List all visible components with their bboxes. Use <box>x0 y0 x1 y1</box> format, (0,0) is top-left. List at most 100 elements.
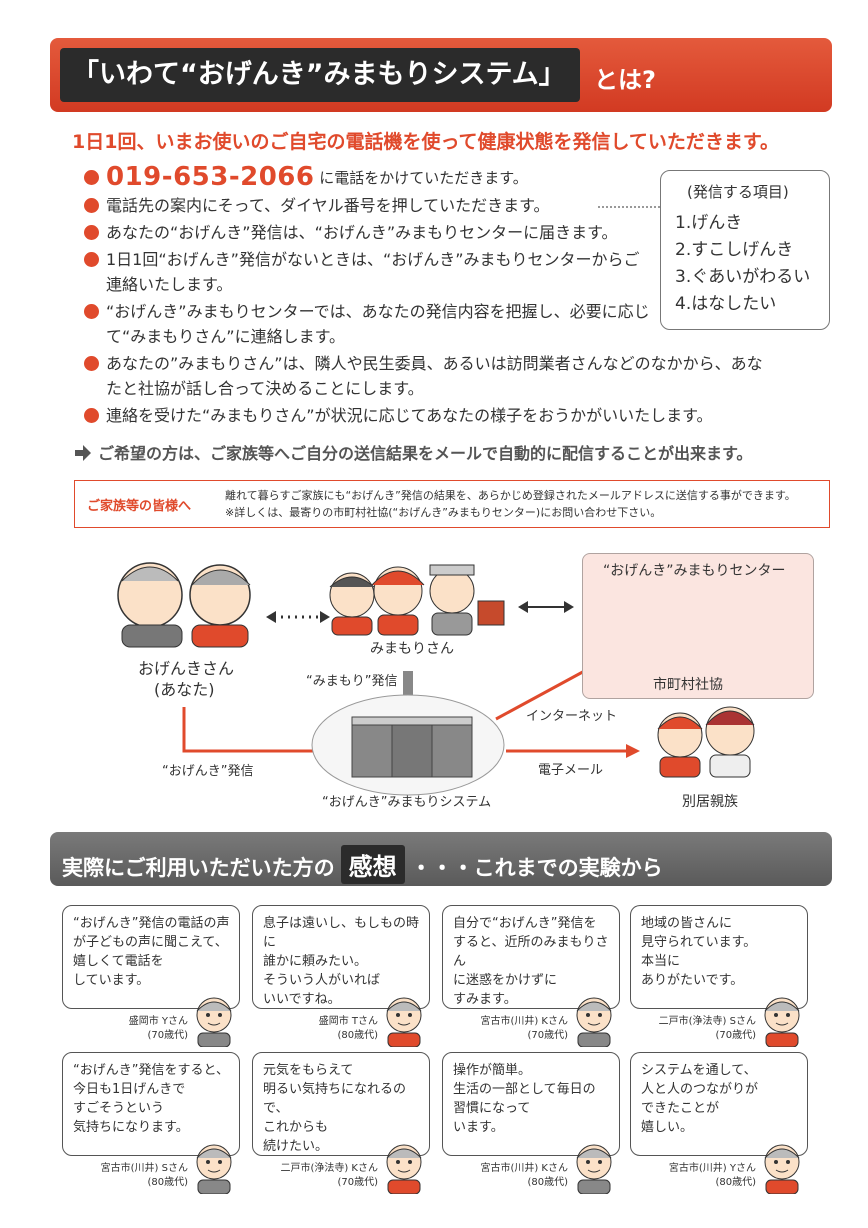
testimonial-speaker: 宮古市(川井) Kさん(80歳代) <box>446 1162 568 1190</box>
testimonial-line: 見守られています。 <box>641 935 757 950</box>
send-items-heading: (発信する項目) <box>687 183 789 201</box>
testimonial-line: “おげんき”発信の電話の声 <box>73 916 230 931</box>
you-sublabel: (あなた) <box>154 680 215 699</box>
bullet-list: 019-653-2066 に電話をかけていただきます。 電話先の案内にそって、ダ… <box>84 162 764 430</box>
double-arrow <box>518 601 574 613</box>
bullet-text: 電話先の案内にそって、ダイヤル番号を押していただきます。 <box>106 196 550 215</box>
speaker-face-illustration <box>764 997 800 1047</box>
testimonial-quote: 元気をもらえて明るい気持ちになれるので、これからも続けたい。 <box>263 1061 429 1156</box>
bullet-text: あなたの”みまもりさん”は、隣人や民生委員、あるいは訪問業者さんなどのなかから、… <box>106 354 763 398</box>
testimonial-line: います。 <box>453 1120 504 1135</box>
title-banner: 「いわて“おげんき”みまもりシステム」 とは? <box>50 38 832 112</box>
testimonial-line: 元気をもらえて <box>263 1063 354 1078</box>
internet-label: インターネット <box>526 709 618 724</box>
testimonial-quote: システムを通して、人と人のつながりができたことが嬉しい。 <box>641 1061 758 1137</box>
speaker-age: (70歳代) <box>147 1030 188 1041</box>
bullet-dot <box>84 198 99 213</box>
testimonial-bubble: “おげんき”発信の電話の声が子どもの声に聞こえて、嬉しくて電話をしています。 <box>62 905 240 1009</box>
speaker-name: 宮古市(川井) Kさん <box>480 1016 568 1027</box>
testimonial-quote: 息子は遠いし、もしもの時に誰かに頼みたい。そういう人がいればいいですね。 <box>263 914 429 1009</box>
testimonial-bubble: 息子は遠いし、もしもの時に誰かに頼みたい。そういう人がいればいいですね。 <box>252 905 430 1009</box>
testimonial-line: 自分で“おげんき”発信を <box>453 916 597 931</box>
phone-number: 019-653-2066 <box>106 162 315 192</box>
testimonial-bubble: 地域の皆さんに見守られています。本当にありがたいです。 <box>630 905 808 1009</box>
testimonial-line: 気持ちになります。 <box>73 1120 189 1135</box>
watch-send-label: “みまもり”発信 <box>306 674 398 689</box>
family-notice: ご家族等の皆様へ 離れて暮らすご家族にも“おげんき”発信の結果を、あらかじめ登録… <box>74 480 830 528</box>
send-item: 3.ぐあいがわるい <box>675 267 811 287</box>
send-item: 4.はなしたい <box>675 294 777 314</box>
send-item: 2.すこしげんき <box>675 240 794 260</box>
testimonial-line: いいですね。 <box>263 992 341 1007</box>
testimonial-line: 続けたい。 <box>263 1139 329 1154</box>
red-arrow-email <box>506 744 640 758</box>
page-title-suffix: とは? <box>594 66 656 94</box>
testimonial-line: 本当に <box>641 954 681 969</box>
speaker-name: 宮古市(川井) Yさん <box>668 1163 756 1174</box>
speaker-age: (80歳代) <box>147 1177 188 1188</box>
bullet-text: 連絡を受けた“みまもりさん”が状況に応じてあなたの様子をおうかがいいたします。 <box>106 406 713 425</box>
watchers-illustration <box>329 564 505 636</box>
family-notice-label: ご家族等の皆様へ <box>87 499 192 514</box>
testimonial-bubble: 自分で“おげんき”発信をすると、近所のみまもりさんに迷惑をかけずにすみます。 <box>442 905 620 1009</box>
family-label: 別居親族 <box>682 794 738 810</box>
send-item: 1.げんき <box>675 213 743 233</box>
bullet-dot <box>84 304 99 319</box>
testimonial-line: 息子は遠いし、もしもの時に <box>263 916 420 950</box>
center-org: 市町村社協 <box>653 677 723 693</box>
bullet-dot <box>84 408 99 423</box>
arrow-note: ご希望の方は、ご家族等へご自分の送信結果をメールで自動的に配信することが出来ます… <box>74 440 752 464</box>
testimonial-line: これからも <box>263 1120 329 1135</box>
you-label: おげんきさん <box>138 659 235 678</box>
speaker-age: (70歳代) <box>527 1030 568 1041</box>
impressions-title: 実際にご利用いただいた方の感想・・・これまでの実験から <box>62 845 663 884</box>
dotted-leader <box>598 206 660 208</box>
testimonial-line: 嬉しくて電話を <box>73 954 164 969</box>
testimonial-speaker: 盛岡市 Yさん (70歳代) <box>66 1015 188 1043</box>
testimonial-line: できたことが <box>641 1101 720 1116</box>
family-notice-text: 離れて暮らすご家族にも“おげんき”発信の結果を、あらかじめ登録されたメールアドレ… <box>225 487 796 521</box>
speaker-name: 盛岡市 Yさん <box>128 1016 188 1027</box>
family-notice-line: 離れて暮らすご家族にも“おげんき”発信の結果を、あらかじめ登録されたメールアドレ… <box>225 489 796 502</box>
bullet-text: あなたの“おげんき”発信は、“おげんき”みまもりセンターに届きます。 <box>106 223 618 242</box>
impressions-subtitle: ・・・これまでの実験から <box>410 856 663 880</box>
page-title: 「いわて“おげんき”みまもりシステム」 <box>60 48 580 102</box>
bullet-dot <box>84 356 99 371</box>
bullet-item: 電話先の案内にそって、ダイヤル番号を押していただきます。 <box>84 193 764 218</box>
bullet-item: 1日1回“おげんき”発信がないときは、“おげんき”みまもりセンターからご連絡いた… <box>84 247 644 297</box>
bullet-item: “おげんき”みまもりセンターでは、あなたの発信内容を把握し、必要に応じて“みまも… <box>84 299 654 349</box>
send-items-box: (発信する項目) 1.げんき 2.すこしげんき 3.ぐあいがわるい 4.はなした… <box>660 170 830 330</box>
bullet-phone: 019-653-2066 に電話をかけていただきます。 <box>84 162 764 192</box>
dotted-connector <box>266 611 330 623</box>
speaker-name: 二戸市(浄法寺) Sさん <box>658 1016 756 1027</box>
arrow-note-text: ご希望の方は、ご家族等へご自分の送信結果をメールで自動的に配信することが出来ます… <box>98 444 753 463</box>
testimonial-line: 明るい気持ちになれるので、 <box>263 1082 407 1116</box>
bullet-text: “おげんき”みまもりセンターでは、あなたの発信内容を把握し、必要に応じて“みまも… <box>106 302 650 346</box>
impressions-key: 感想 <box>340 845 405 884</box>
center-title: “おげんき”みまもりセンター <box>603 563 786 579</box>
speaker-face-illustration <box>196 997 232 1047</box>
testimonial-speaker: 宮古市(川井) Sさん(80歳代) <box>66 1162 188 1190</box>
testimonial-bubble: 操作が簡単。生活の一部として毎日の習慣になっています。 <box>442 1052 620 1156</box>
family-illustration <box>657 706 755 778</box>
speaker-age: (70歳代) <box>337 1177 378 1188</box>
system-label: “おげんき”みまもりシステム <box>322 795 492 810</box>
bullet-dot <box>84 225 99 240</box>
testimonial-bubble: 元気をもらえて明るい気持ちになれるので、これからも続けたい。 <box>252 1052 430 1156</box>
testimonial-line: 嬉しい。 <box>641 1120 694 1135</box>
system-servers-illustration <box>311 694 505 796</box>
speaker-name: 二戸市(浄法寺) Kさん <box>280 1163 378 1174</box>
phone-text: に電話をかけていただきます。 <box>319 169 528 187</box>
testimonial-line: 誰かに頼みたい。 <box>263 954 368 969</box>
speaker-age: (80歳代) <box>337 1030 378 1041</box>
testimonial-quote: 操作が簡単。生活の一部として毎日の習慣になっています。 <box>453 1061 596 1137</box>
testimonial-speaker: 宮古市(川井) Yさん(80歳代) <box>634 1162 756 1190</box>
testimonial-line: 地域の皆さんに <box>641 916 733 931</box>
testimonial-quote: 自分で“おげんき”発信をすると、近所のみまもりさんに迷惑をかけずにすみます。 <box>453 914 619 1009</box>
genki-send-label: “おげんき”発信 <box>162 764 254 779</box>
family-notice-line: ※詳しくは、最寄りの市町村社協(“おげんき”みまもりセンター)にお問い合わせ下さ… <box>225 506 662 519</box>
bullet-item: 連絡を受けた“みまもりさん”が状況に応じてあなたの様子をおうかがいいたします。 <box>84 403 784 428</box>
lead-text: 1日1回、いまお使いのご自宅の電話機を使って健康状態を発信していただきます。 <box>72 131 780 153</box>
testimonial-line: 習慣になって <box>453 1101 531 1116</box>
testimonial-line: すると、近所のみまもりさん <box>453 935 609 969</box>
